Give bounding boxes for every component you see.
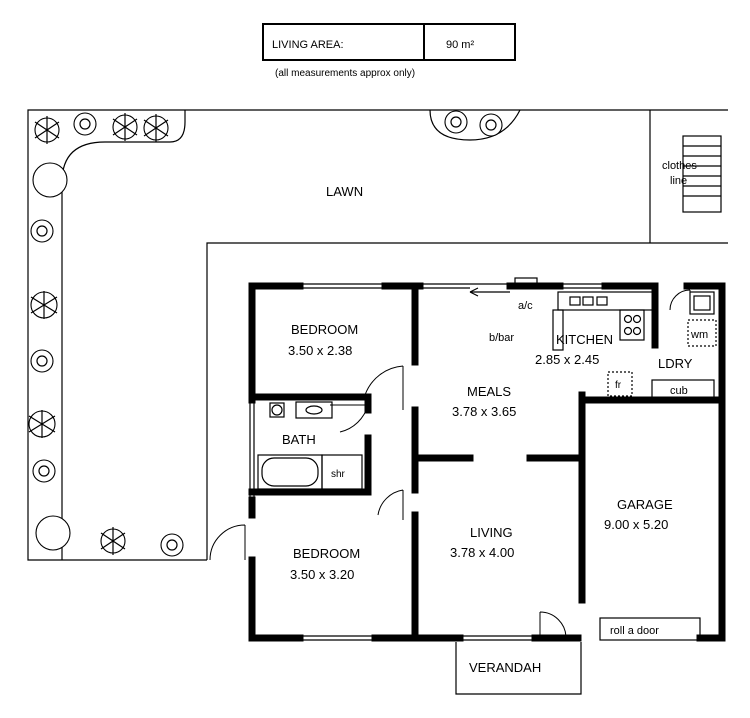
ac-label: a/c — [518, 300, 533, 312]
clothes-line-label-2: line — [670, 175, 687, 187]
fridge-label: fr — [615, 380, 622, 391]
door-bedroom1 — [364, 365, 404, 410]
bedroom1-dims: 3.50 x 2.38 — [288, 343, 352, 358]
bathtub-icon — [261, 457, 319, 487]
laundry-name: LDRY — [658, 356, 693, 371]
washing-machine-space — [687, 319, 717, 347]
room-labels: BEDROOM 3.50 x 2.38 BATH BEDROOM 3.50 x … — [282, 322, 693, 582]
measurement-note: (all measurements approx only) — [275, 68, 415, 79]
bench-top — [557, 291, 654, 311]
tree-icon — [30, 219, 54, 243]
door-side — [209, 524, 246, 561]
cooktop-icon — [619, 309, 645, 341]
cupboard — [651, 379, 715, 401]
garage-name: GARAGE — [617, 497, 673, 512]
living-area-box: LIVING AREA: 90 m² — [262, 23, 516, 61]
kitchen-dims: 2.85 x 2.45 — [535, 352, 599, 367]
verandah: VERANDAH — [455, 642, 582, 695]
windows — [249, 283, 605, 641]
clothes-line: clothes line — [662, 135, 722, 213]
kitchen-fixtures: a/c b/bar fr — [489, 277, 654, 397]
meals-name: MEALS — [467, 384, 511, 399]
washing-machine-label: wm — [690, 329, 708, 341]
verandah-label: VERANDAH — [469, 660, 541, 675]
doors — [209, 289, 691, 639]
tree-icon — [35, 515, 71, 551]
bedroom2-dims: 3.50 x 3.20 — [290, 567, 354, 582]
cupboard-label: cub — [670, 385, 688, 397]
garden-bed-top — [429, 109, 521, 141]
basin-icon — [295, 401, 333, 419]
shrub-icon — [100, 527, 126, 555]
clothes-line-label-1: clothes — [662, 160, 697, 172]
tree-icon — [160, 533, 184, 557]
laundry-fixtures: wm cub — [651, 291, 717, 401]
tree-icon — [444, 110, 468, 134]
shower-icon — [321, 454, 363, 490]
shrub-icon — [112, 113, 138, 141]
door-bedroom2 — [377, 489, 404, 520]
living-dims: 3.78 x 4.00 — [450, 545, 514, 560]
bath-fixtures: shr — [257, 401, 363, 490]
tree-icon — [30, 349, 54, 373]
bedroom2-name: BEDROOM — [293, 546, 360, 561]
garage-door: roll a door — [599, 617, 701, 641]
fridge-space — [607, 371, 633, 397]
garage-dims: 9.00 x 5.20 — [604, 517, 668, 532]
lawn-label: LAWN — [326, 184, 363, 199]
tree-icon — [32, 459, 56, 483]
shrub-icon — [30, 291, 58, 319]
sink-icon — [569, 296, 581, 306]
tree-icon — [479, 113, 503, 137]
garage-door-label: roll a door — [610, 625, 659, 637]
door-laundry — [669, 289, 691, 311]
door-verandah — [539, 611, 567, 639]
garden-plants — [28, 110, 503, 557]
bath-name: BATH — [282, 432, 316, 447]
door-bath — [330, 404, 369, 433]
shrub-icon — [143, 114, 169, 142]
garden-bed-edge — [61, 110, 186, 560]
living-name: LIVING — [470, 525, 513, 540]
trough-icon — [689, 291, 715, 315]
bedroom1-name: BEDROOM — [291, 322, 358, 337]
living-area-label: LIVING AREA: — [272, 39, 344, 51]
breakfast-bar-label: b/bar — [489, 332, 514, 344]
tree-icon — [32, 162, 68, 198]
property-boundary — [27, 109, 728, 561]
living-area-value: 90 m² — [446, 39, 474, 51]
shrub-icon — [34, 116, 60, 144]
meals-dims: 3.78 x 3.65 — [452, 404, 516, 419]
shrub-icon — [28, 410, 56, 438]
breakfast-bar — [552, 309, 564, 351]
kitchen-name: KITCHEN — [556, 332, 613, 347]
shower-label: shr — [331, 469, 346, 480]
ac-unit-icon — [514, 277, 538, 289]
tree-icon — [73, 112, 97, 136]
toilet-icon — [269, 402, 285, 418]
